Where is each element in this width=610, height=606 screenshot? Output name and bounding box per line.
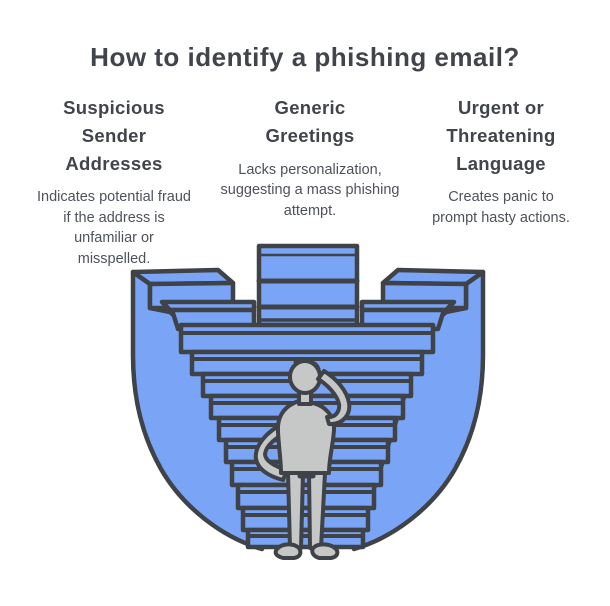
person-scratching-arm <box>316 369 352 427</box>
confused-person <box>253 357 352 560</box>
column-urgent-threatening-language: Urgent or Threatening Language Creates p… <box>406 94 596 228</box>
person-left-leg <box>286 471 305 550</box>
column-heading: Suspicious Sender Addresses <box>63 97 165 174</box>
column-suspicious-sender-addresses: Suspicious Sender Addresses Indicates po… <box>28 94 200 270</box>
center-tower <box>256 243 360 328</box>
column-body: Lacks personalization, suggesting a mass… <box>220 161 400 219</box>
person-torso <box>275 398 337 475</box>
person-left-shoe <box>273 542 303 560</box>
column-generic-greetings: Generic Greetings Lacks personalization,… <box>220 94 400 221</box>
person-right-shoe <box>310 542 340 560</box>
column-body: Indicates potential fraud if the address… <box>37 189 191 267</box>
person-right-leg <box>307 471 327 550</box>
column-heading: Generic Greetings <box>265 97 355 146</box>
column-body: Creates panic to prompt hasty actions. <box>432 189 570 226</box>
page-title: How to identify a phishing email? <box>90 42 520 72</box>
column-heading: Urgent or Threatening Language <box>446 97 556 174</box>
